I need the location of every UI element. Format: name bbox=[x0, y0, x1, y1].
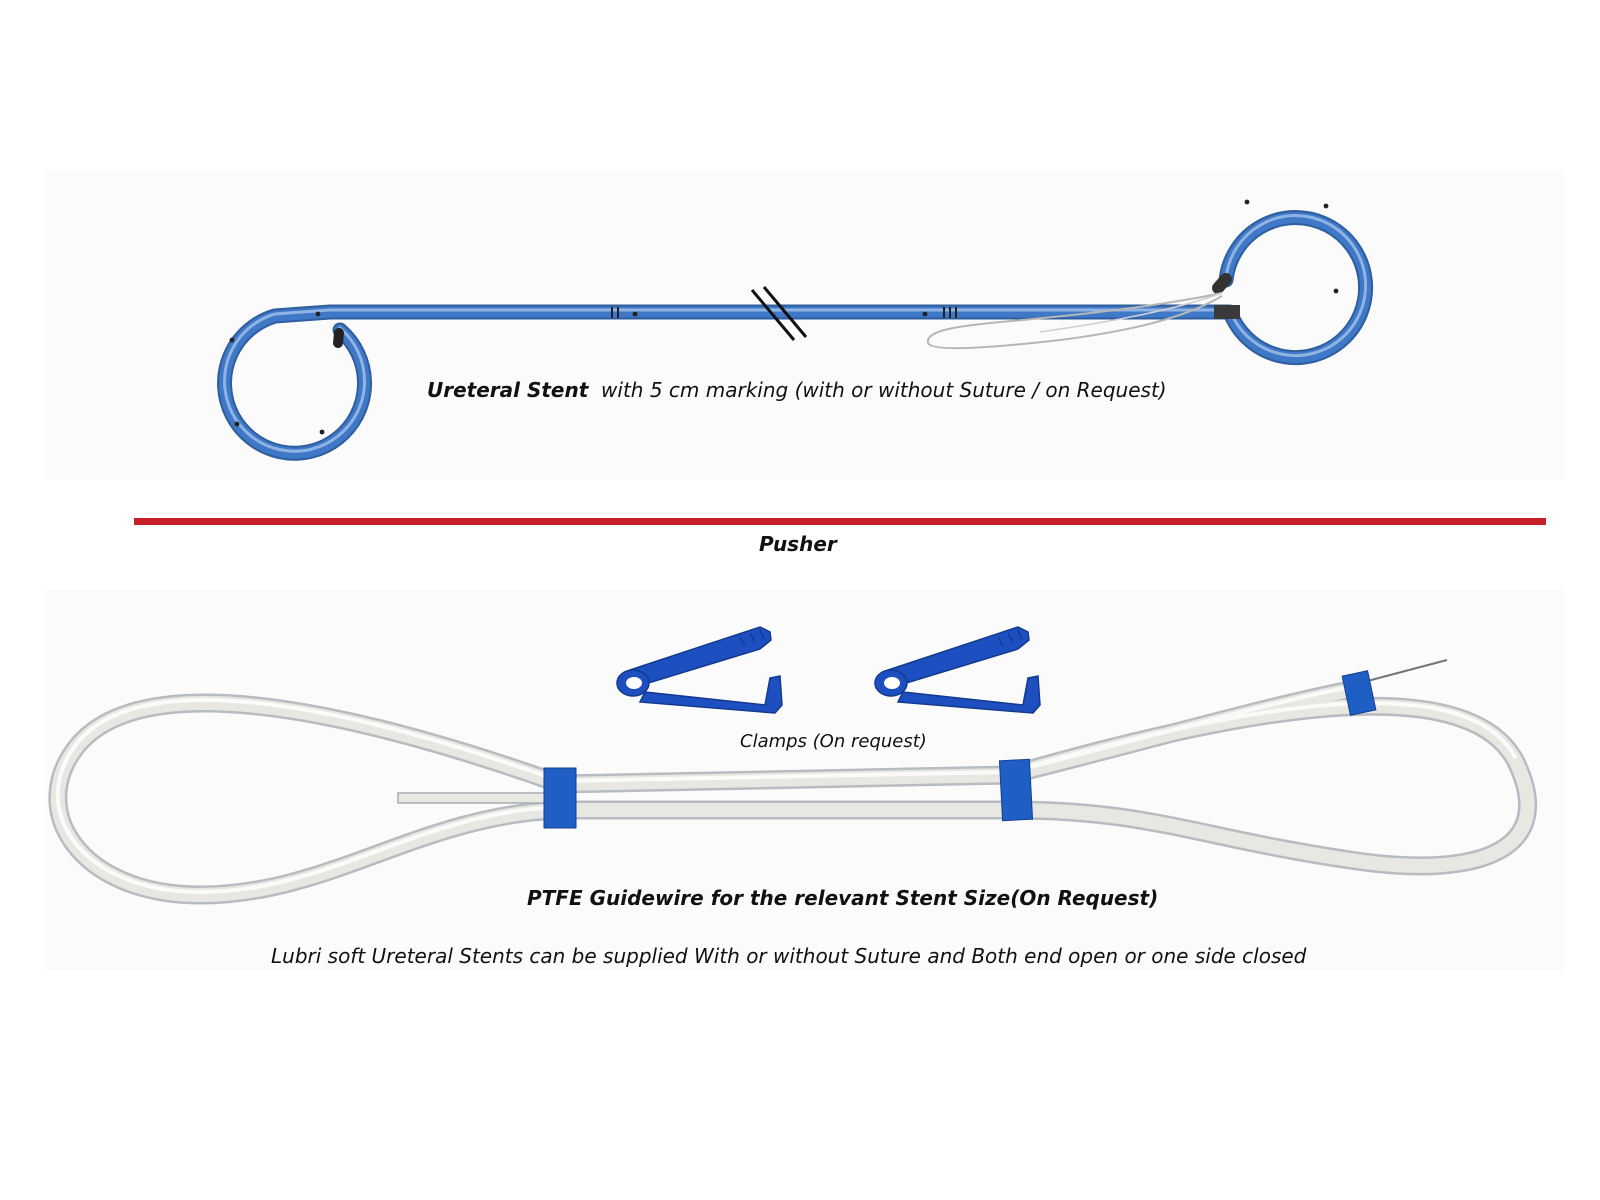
clamp-right bbox=[874, 626, 1041, 714]
stent-caption-name: Ureteral Stent bbox=[427, 378, 589, 402]
stent-radiopaque-band bbox=[1214, 305, 1240, 319]
clamp-right-teeth bbox=[997, 629, 1023, 647]
clamps-caption: Clamps (On request) bbox=[740, 731, 927, 752]
clamp-right-lower-arm bbox=[896, 675, 1041, 714]
pusher-rod bbox=[134, 518, 1546, 525]
guidewire-band-right bbox=[1341, 670, 1377, 716]
guidewire-caption: PTFE Guidewire for the relevant Stent Si… bbox=[527, 886, 1159, 910]
ptfe-guidewire bbox=[48, 659, 1537, 905]
top-panel-background bbox=[45, 170, 1565, 480]
clamp-left-teeth bbox=[739, 629, 765, 647]
stent-suture bbox=[926, 292, 1223, 350]
clamp-left-lower-arm bbox=[638, 675, 783, 714]
stent-5cm-markings bbox=[611, 307, 957, 318]
guidewire-band-middle bbox=[998, 758, 1034, 822]
ureteral-stent bbox=[217, 199, 1374, 461]
stent-caption: Ureteral Stent with 5 cm marking (with o… bbox=[427, 380, 1167, 400]
product-note-caption: Lubri soft Ureteral Stents can be suppli… bbox=[271, 944, 1307, 968]
stent-length-break-symbol bbox=[750, 286, 808, 341]
clamp-left-hinge-hole bbox=[626, 677, 642, 689]
guidewire-band-left bbox=[543, 767, 577, 829]
stent-caption-detail: with 5 cm marking (with or without Sutur… bbox=[601, 378, 1167, 402]
guidewire-tube-highlight bbox=[55, 685, 1517, 895]
clamp-left bbox=[616, 626, 783, 714]
clamp-right-hinge-hole bbox=[884, 677, 900, 689]
stent-tip-left bbox=[333, 328, 344, 348]
guidewire-wire-tip bbox=[1355, 659, 1448, 685]
pusher-caption: Pusher bbox=[759, 532, 837, 556]
stent-side-holes bbox=[229, 199, 1339, 435]
stent-tip-right bbox=[1212, 273, 1232, 294]
